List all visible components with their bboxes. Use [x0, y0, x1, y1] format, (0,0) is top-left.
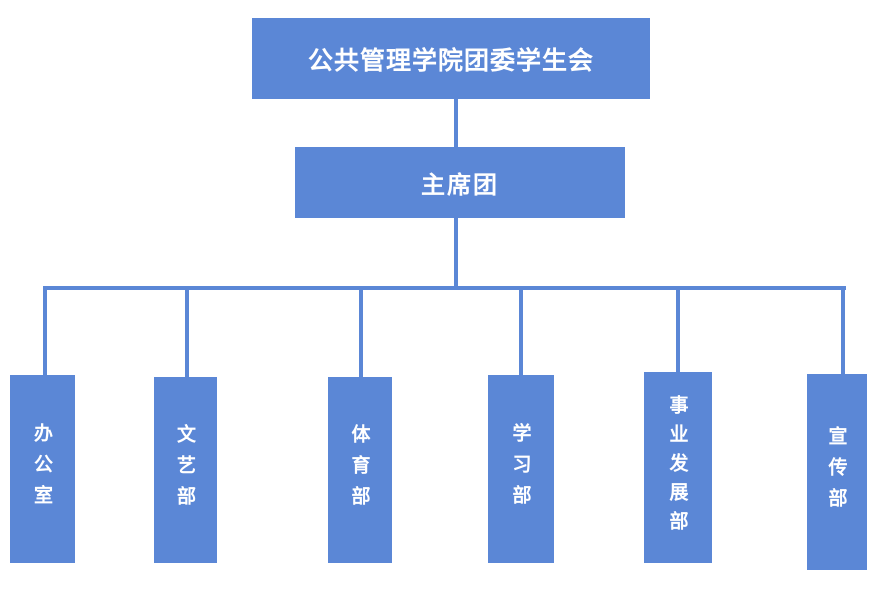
connector-dept-arts: [185, 288, 189, 377]
connector-dept-office: [43, 288, 47, 375]
node-dept-study-label: 学习部: [509, 422, 532, 516]
node-dept-office: 办公室: [10, 375, 75, 563]
node-root: 公共管理学院团委学生会: [252, 18, 650, 99]
node-dept-development: 事业发展部: [644, 372, 712, 563]
connector-presidium-to-bus: [454, 218, 458, 288]
connector-root-to-presidium: [454, 99, 458, 147]
node-root-label: 公共管理学院团委学生会: [307, 45, 594, 75]
node-dept-arts: 文艺部: [154, 377, 217, 563]
connector-dept-publicity: [841, 288, 845, 374]
connector-dept-development: [676, 288, 680, 372]
node-dept-sports: 体育部: [328, 377, 392, 563]
node-dept-study: 学习部: [488, 375, 554, 563]
connector-horizontal-bus: [43, 286, 846, 290]
node-dept-arts-label: 文艺部: [174, 423, 196, 517]
node-dept-publicity: 宣传部: [807, 374, 867, 570]
node-dept-sports-label: 体育部: [348, 423, 371, 517]
connector-dept-study: [519, 288, 523, 375]
node-dept-development-label: 事业发展部: [666, 395, 689, 540]
node-dept-office-label: 办公室: [31, 422, 53, 516]
node-presidium: 主席团: [295, 147, 625, 218]
node-presidium-label: 主席团: [421, 171, 499, 199]
node-dept-publicity-label: 宣传部: [825, 425, 848, 519]
connector-dept-sports: [359, 288, 363, 377]
